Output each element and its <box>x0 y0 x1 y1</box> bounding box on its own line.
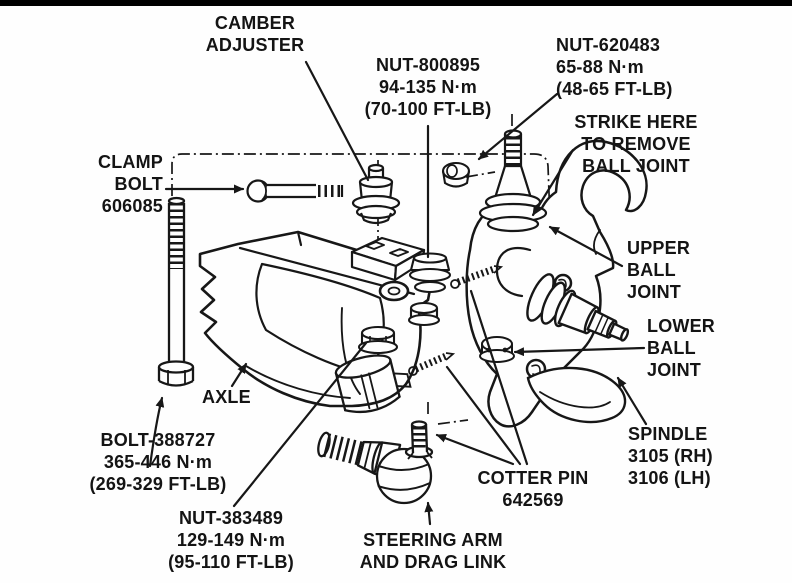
label-clamp-bolt: CLAMP BOLT 606085 <box>60 151 163 217</box>
label-steering-arm: STEERING ARM AND DRAG LINK <box>330 529 536 573</box>
label-line: 65-88 N·m <box>556 57 644 77</box>
label-line: TO REMOVE <box>581 134 691 154</box>
label-line: UPPER <box>627 238 691 258</box>
label-line: LOWER <box>647 316 715 336</box>
leader-lines <box>148 60 648 526</box>
nut-stack-drawing <box>357 252 452 355</box>
long-bolt-drawing <box>157 196 195 387</box>
label-line: 129-149 N·m <box>176 530 286 550</box>
cotter-pin-drawing <box>408 265 504 376</box>
label-line: 365-446 N·m <box>103 452 213 472</box>
label-axle: AXLE <box>202 386 272 408</box>
label-line: BOLT-388727 <box>100 430 216 450</box>
label-line: NUT-620483 <box>556 35 661 55</box>
label-line: CLAMP <box>98 152 163 172</box>
lower-ball-joint-nut-drawing <box>479 336 515 363</box>
clamp-boss-drawing <box>334 354 412 414</box>
spindle-drawing <box>526 273 630 342</box>
label-spindle: SPINDLE 3105 (RH) 3106 (LH) <box>628 423 738 489</box>
label-line: (48-65 FT-LB) <box>556 79 673 99</box>
label-lower-ball-joint: LOWER BALL JOINT <box>647 315 737 381</box>
label-upper-ball-joint: UPPER BALL JOINT <box>627 237 717 303</box>
label-line: 3106 (LH) <box>628 468 711 488</box>
label-line: BALL <box>627 260 676 280</box>
label-line: (269-329 FT-LB) <box>89 474 227 494</box>
label-line: JOINT <box>627 282 682 302</box>
label-nut-383489: NUT-383489 129-149 N·m (95-110 FT-LB) <box>130 507 332 573</box>
label-line: (70-100 FT-LB) <box>364 99 492 119</box>
label-line: COTTER PIN <box>477 468 589 488</box>
label-line: NUT-800895 <box>375 55 481 75</box>
label-line: BALL JOINT <box>582 156 690 176</box>
label-line: BALL <box>647 338 696 358</box>
label-line: 606085 <box>101 196 163 216</box>
label-line: STEERING ARM <box>363 530 503 550</box>
top-border-bar <box>0 0 792 6</box>
label-line: NUT-383489 <box>178 508 284 528</box>
label-line: STRIKE HERE <box>574 112 698 132</box>
label-line: SPINDLE <box>628 424 708 444</box>
steering-arm-drawing <box>317 420 434 505</box>
label-line: 3105 (RH) <box>628 446 713 466</box>
label-bolt-388727: BOLT-388727 365-446 N·m (269-329 FT-LB) <box>56 429 260 495</box>
label-cotter-pin: COTTER PIN 642569 <box>463 467 603 511</box>
label-line: BOLT <box>114 174 163 194</box>
label-line: AND DRAG LINK <box>359 552 507 572</box>
camber-adjuster-drawing <box>350 163 426 282</box>
lower-knuckle-foot-drawing <box>526 366 627 424</box>
label-nut-620483: NUT-620483 65-88 N·m (48-65 FT-LB) <box>556 34 726 100</box>
label-line: ADJUSTER <box>205 35 305 55</box>
label-line: JOINT <box>647 360 702 380</box>
label-nut-800895: NUT-800895 94-135 N·m (70-100 FT-LB) <box>348 54 508 120</box>
label-line: (95-110 FT-LB) <box>168 552 294 572</box>
upper-ball-joint-stud-drawing <box>478 129 548 233</box>
clamp-bolt-drawing <box>246 179 344 203</box>
label-strike-here: STRIKE HERE TO REMOVE BALL JOINT <box>561 111 711 177</box>
label-line: AXLE <box>202 387 251 407</box>
nut-620483-drawing <box>441 161 471 188</box>
label-line: CAMBER <box>214 13 296 33</box>
label-line: 642569 <box>502 490 564 510</box>
label-camber-adjuster: CAMBER ADJUSTER <box>170 12 340 56</box>
label-line: 94-135 N·m <box>378 77 478 97</box>
